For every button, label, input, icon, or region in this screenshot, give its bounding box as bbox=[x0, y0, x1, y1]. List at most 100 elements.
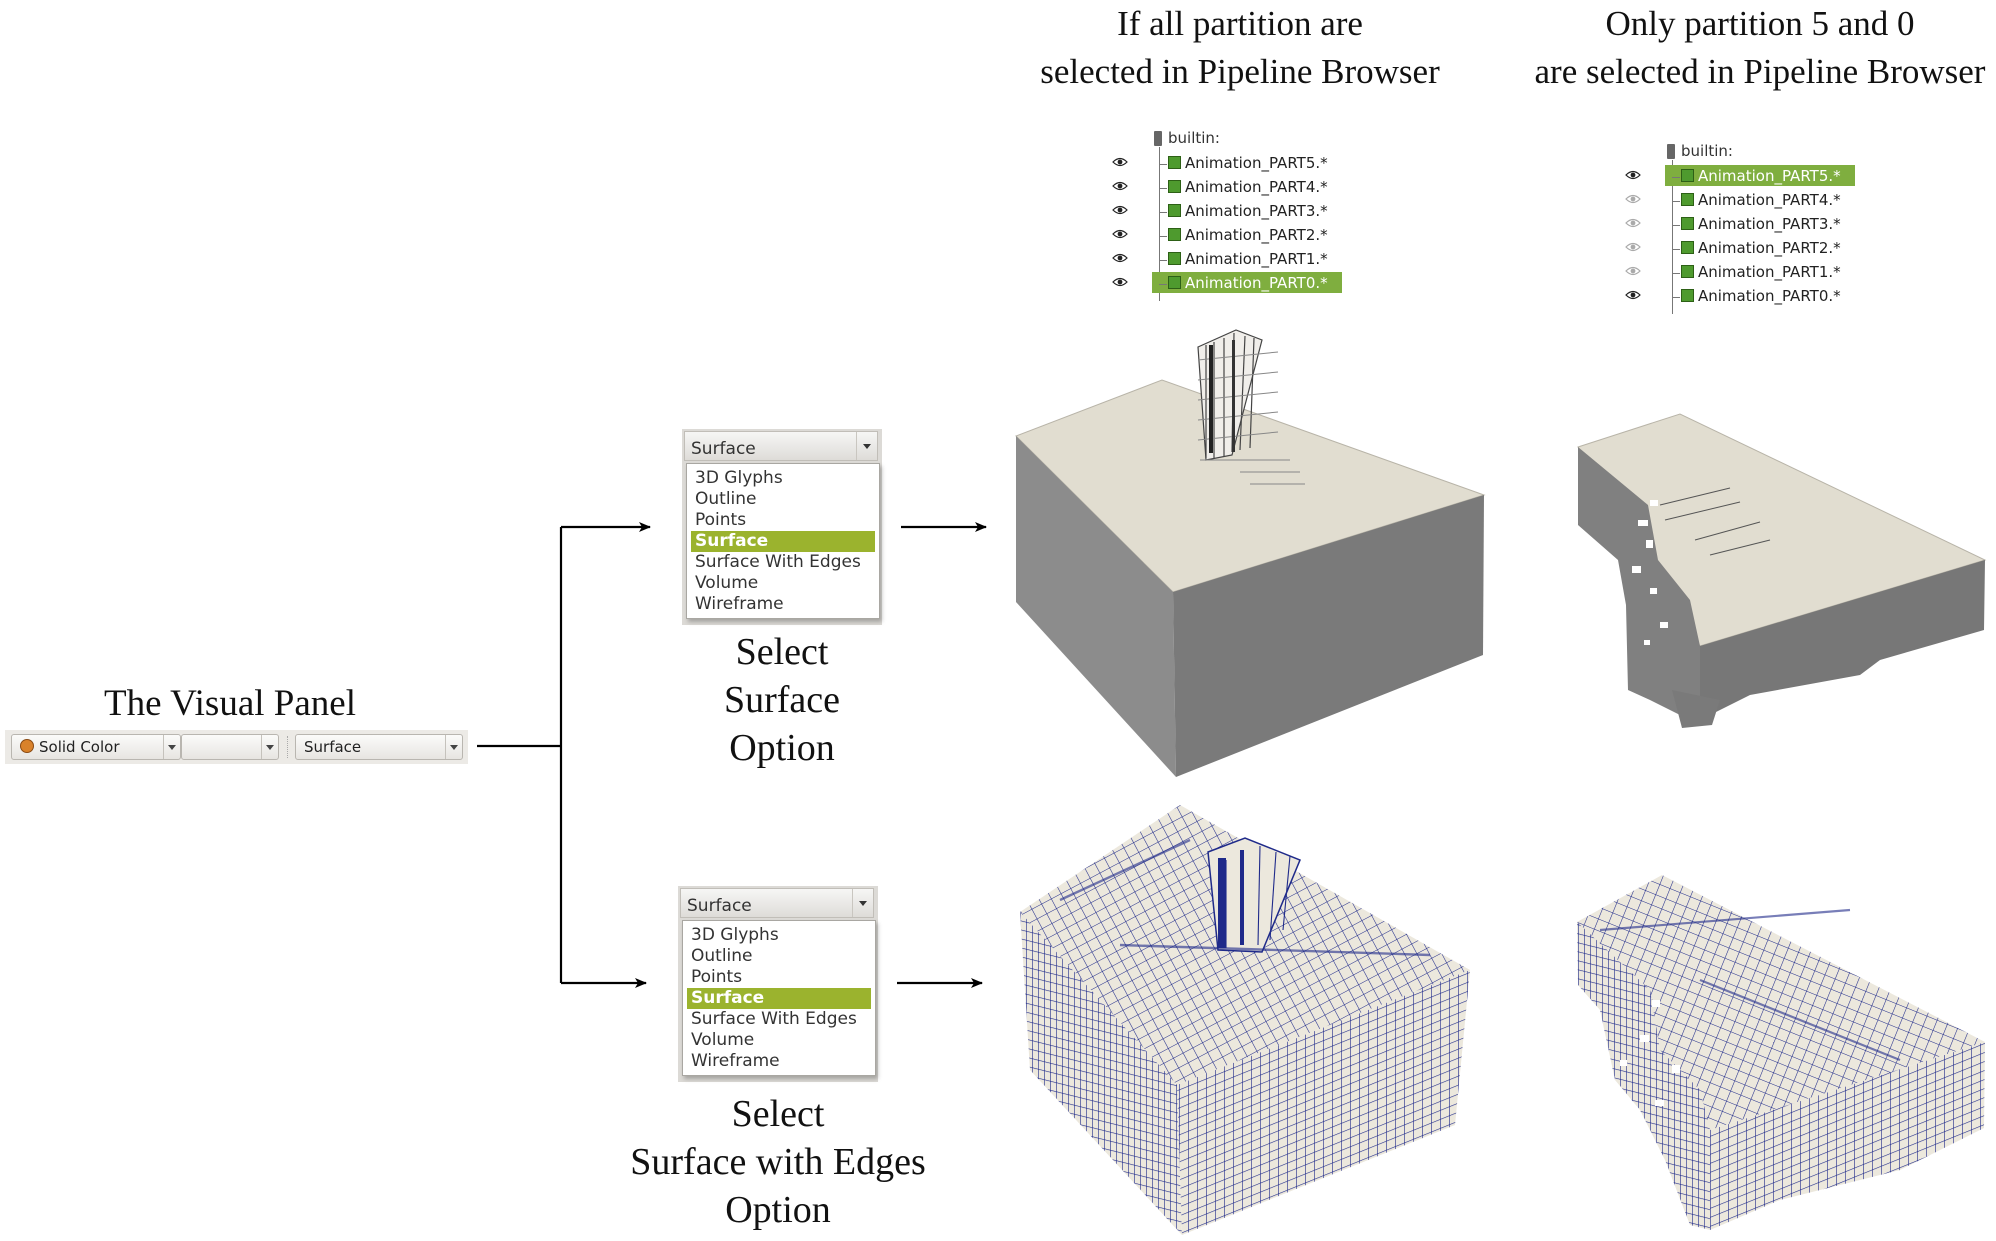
pipeline-item[interactable]: Animation_PART2.* bbox=[1106, 225, 1376, 247]
dataset-icon bbox=[1681, 193, 1694, 206]
dataset-icon bbox=[1168, 252, 1181, 265]
tree-branch bbox=[1159, 164, 1167, 165]
dropdown-list: 3D Glyphs Outline Points Surface Surface… bbox=[682, 920, 876, 1076]
dataset-icon bbox=[1168, 156, 1181, 169]
pipeline-root: builtin: bbox=[1168, 129, 1220, 147]
header-partition-5-0: Only partition 5 and 0 are selected in P… bbox=[1500, 0, 1996, 96]
pipeline-item-label: Animation_PART0.* bbox=[1698, 287, 1841, 305]
eye-icon[interactable] bbox=[1625, 170, 1641, 180]
component-combo[interactable] bbox=[181, 734, 279, 760]
pipeline-item[interactable]: Animation_PART4.* bbox=[1619, 190, 1889, 212]
pipeline-item[interactable]: Animation_PART2.* bbox=[1619, 238, 1889, 260]
header-all-line-2: selected in Pipeline Browser bbox=[1040, 52, 1440, 91]
option-points[interactable]: Points bbox=[691, 967, 743, 987]
pipeline-item[interactable]: Animation_PART3.* bbox=[1106, 201, 1376, 223]
tree-branch bbox=[1159, 236, 1167, 237]
option-outline[interactable]: Outline bbox=[691, 946, 753, 966]
dataset-icon bbox=[1168, 180, 1181, 193]
caption-line: Surface bbox=[723, 679, 841, 721]
chevron-down-icon bbox=[445, 735, 462, 759]
option-surface-with-edges[interactable]: Surface With Edges bbox=[691, 1009, 857, 1029]
pipeline-browser-partial: builtin: Animation_PART5.* Animation_PAR… bbox=[1619, 142, 1889, 314]
visual-panel-title: The Visual Panel bbox=[104, 683, 356, 724]
tree-branch bbox=[1672, 225, 1680, 226]
dataset-icon bbox=[1681, 289, 1694, 302]
pipeline-item[interactable]: Animation_PART1.* bbox=[1106, 249, 1376, 271]
selection-highlight bbox=[1152, 272, 1342, 293]
caption-line: Select bbox=[735, 631, 829, 673]
pipeline-item[interactable]: Animation_PART1.* bbox=[1619, 262, 1889, 284]
pipeline-item-selected[interactable]: Animation_PART0.* bbox=[1106, 272, 1376, 295]
pipeline-item-label: Animation_PART3.* bbox=[1185, 202, 1328, 220]
option-surface[interactable]: Surface bbox=[687, 988, 871, 1009]
dataset-icon bbox=[1681, 241, 1694, 254]
caption-select-surface: Select Surface Option bbox=[632, 628, 932, 772]
dropdown-head[interactable]: Surface bbox=[680, 888, 874, 918]
tree-branch bbox=[1672, 201, 1680, 202]
eye-icon[interactable] bbox=[1112, 205, 1128, 215]
pipeline-item[interactable]: Animation_PART5.* bbox=[1106, 153, 1376, 175]
eye-hidden-icon[interactable] bbox=[1625, 242, 1641, 252]
option-wireframe[interactable]: Wireframe bbox=[691, 1051, 780, 1071]
chevron-down-icon bbox=[852, 889, 873, 917]
option-points[interactable]: Points bbox=[695, 510, 747, 530]
pipeline-item[interactable]: Animation_PART4.* bbox=[1106, 177, 1376, 199]
chevron-down-icon bbox=[163, 735, 180, 759]
tree-branch bbox=[1672, 249, 1680, 250]
option-volume[interactable]: Volume bbox=[695, 573, 759, 593]
tree-branch bbox=[1159, 212, 1167, 213]
pipeline-item-label: Animation_PART5.* bbox=[1185, 154, 1328, 172]
pipeline-item-label: Animation_PART5.* bbox=[1698, 167, 1841, 185]
eye-icon[interactable] bbox=[1112, 253, 1128, 263]
dataset-icon bbox=[1681, 217, 1694, 230]
eye-icon[interactable] bbox=[1112, 157, 1128, 167]
representation-dropdown-edges: Surface 3D Glyphs Outline Points Surface… bbox=[678, 886, 878, 1082]
pipeline-item-label: Animation_PART1.* bbox=[1698, 263, 1841, 281]
eye-hidden-icon[interactable] bbox=[1625, 266, 1641, 276]
tree-branch bbox=[1672, 273, 1680, 274]
representation-value: Surface bbox=[304, 738, 362, 756]
pipeline-item-selected[interactable]: Animation_PART5.* bbox=[1619, 165, 1889, 188]
visual-panel-toolbar: Solid Color Surface bbox=[5, 730, 468, 764]
eye-icon[interactable] bbox=[1112, 229, 1128, 239]
eye-icon[interactable] bbox=[1112, 277, 1128, 287]
header-all-line-1: If all partition are bbox=[1117, 4, 1363, 43]
option-3d-glyphs[interactable]: 3D Glyphs bbox=[695, 468, 783, 488]
pipeline-item-label: Animation_PART3.* bbox=[1698, 215, 1841, 233]
option-3d-glyphs[interactable]: 3D Glyphs bbox=[691, 925, 779, 945]
tree-branch bbox=[1672, 177, 1680, 178]
option-surface[interactable]: Surface bbox=[691, 531, 875, 552]
dropdown-current: Surface bbox=[691, 439, 756, 459]
dataset-icon bbox=[1681, 265, 1694, 278]
dropdown-head[interactable]: Surface bbox=[684, 431, 878, 461]
tree-branch bbox=[1159, 284, 1167, 285]
option-surface-with-edges[interactable]: Surface With Edges bbox=[695, 552, 861, 572]
pipeline-item-label: Animation_PART2.* bbox=[1185, 226, 1328, 244]
eye-icon[interactable] bbox=[1112, 181, 1128, 191]
eye-icon[interactable] bbox=[1625, 290, 1641, 300]
render-surface-partial bbox=[1577, 413, 1987, 728]
pipeline-item[interactable]: Animation_PART3.* bbox=[1619, 214, 1889, 236]
tree-line bbox=[1672, 160, 1673, 314]
caption-line: Select bbox=[731, 1093, 825, 1135]
representation-combo[interactable]: Surface bbox=[295, 734, 463, 760]
render-surface-all bbox=[1015, 329, 1486, 777]
chevron-down-icon bbox=[261, 735, 278, 759]
selection-highlight bbox=[1665, 165, 1855, 186]
server-icon bbox=[1667, 144, 1675, 159]
pipeline-item-label: Animation_PART4.* bbox=[1698, 191, 1841, 209]
eye-hidden-icon[interactable] bbox=[1625, 218, 1641, 228]
option-outline[interactable]: Outline bbox=[695, 489, 757, 509]
pipeline-item-label: Animation_PART1.* bbox=[1185, 250, 1328, 268]
pipeline-item[interactable]: Animation_PART0.* bbox=[1619, 286, 1889, 308]
chevron-down-icon bbox=[856, 432, 877, 460]
tree-branch bbox=[1672, 297, 1680, 298]
option-volume[interactable]: Volume bbox=[691, 1030, 755, 1050]
color-by-combo[interactable]: Solid Color bbox=[11, 734, 181, 760]
pipeline-item-label: Animation_PART0.* bbox=[1185, 274, 1328, 292]
eye-hidden-icon[interactable] bbox=[1625, 194, 1641, 204]
option-wireframe[interactable]: Wireframe bbox=[695, 594, 784, 614]
tree-branch bbox=[1159, 260, 1167, 261]
